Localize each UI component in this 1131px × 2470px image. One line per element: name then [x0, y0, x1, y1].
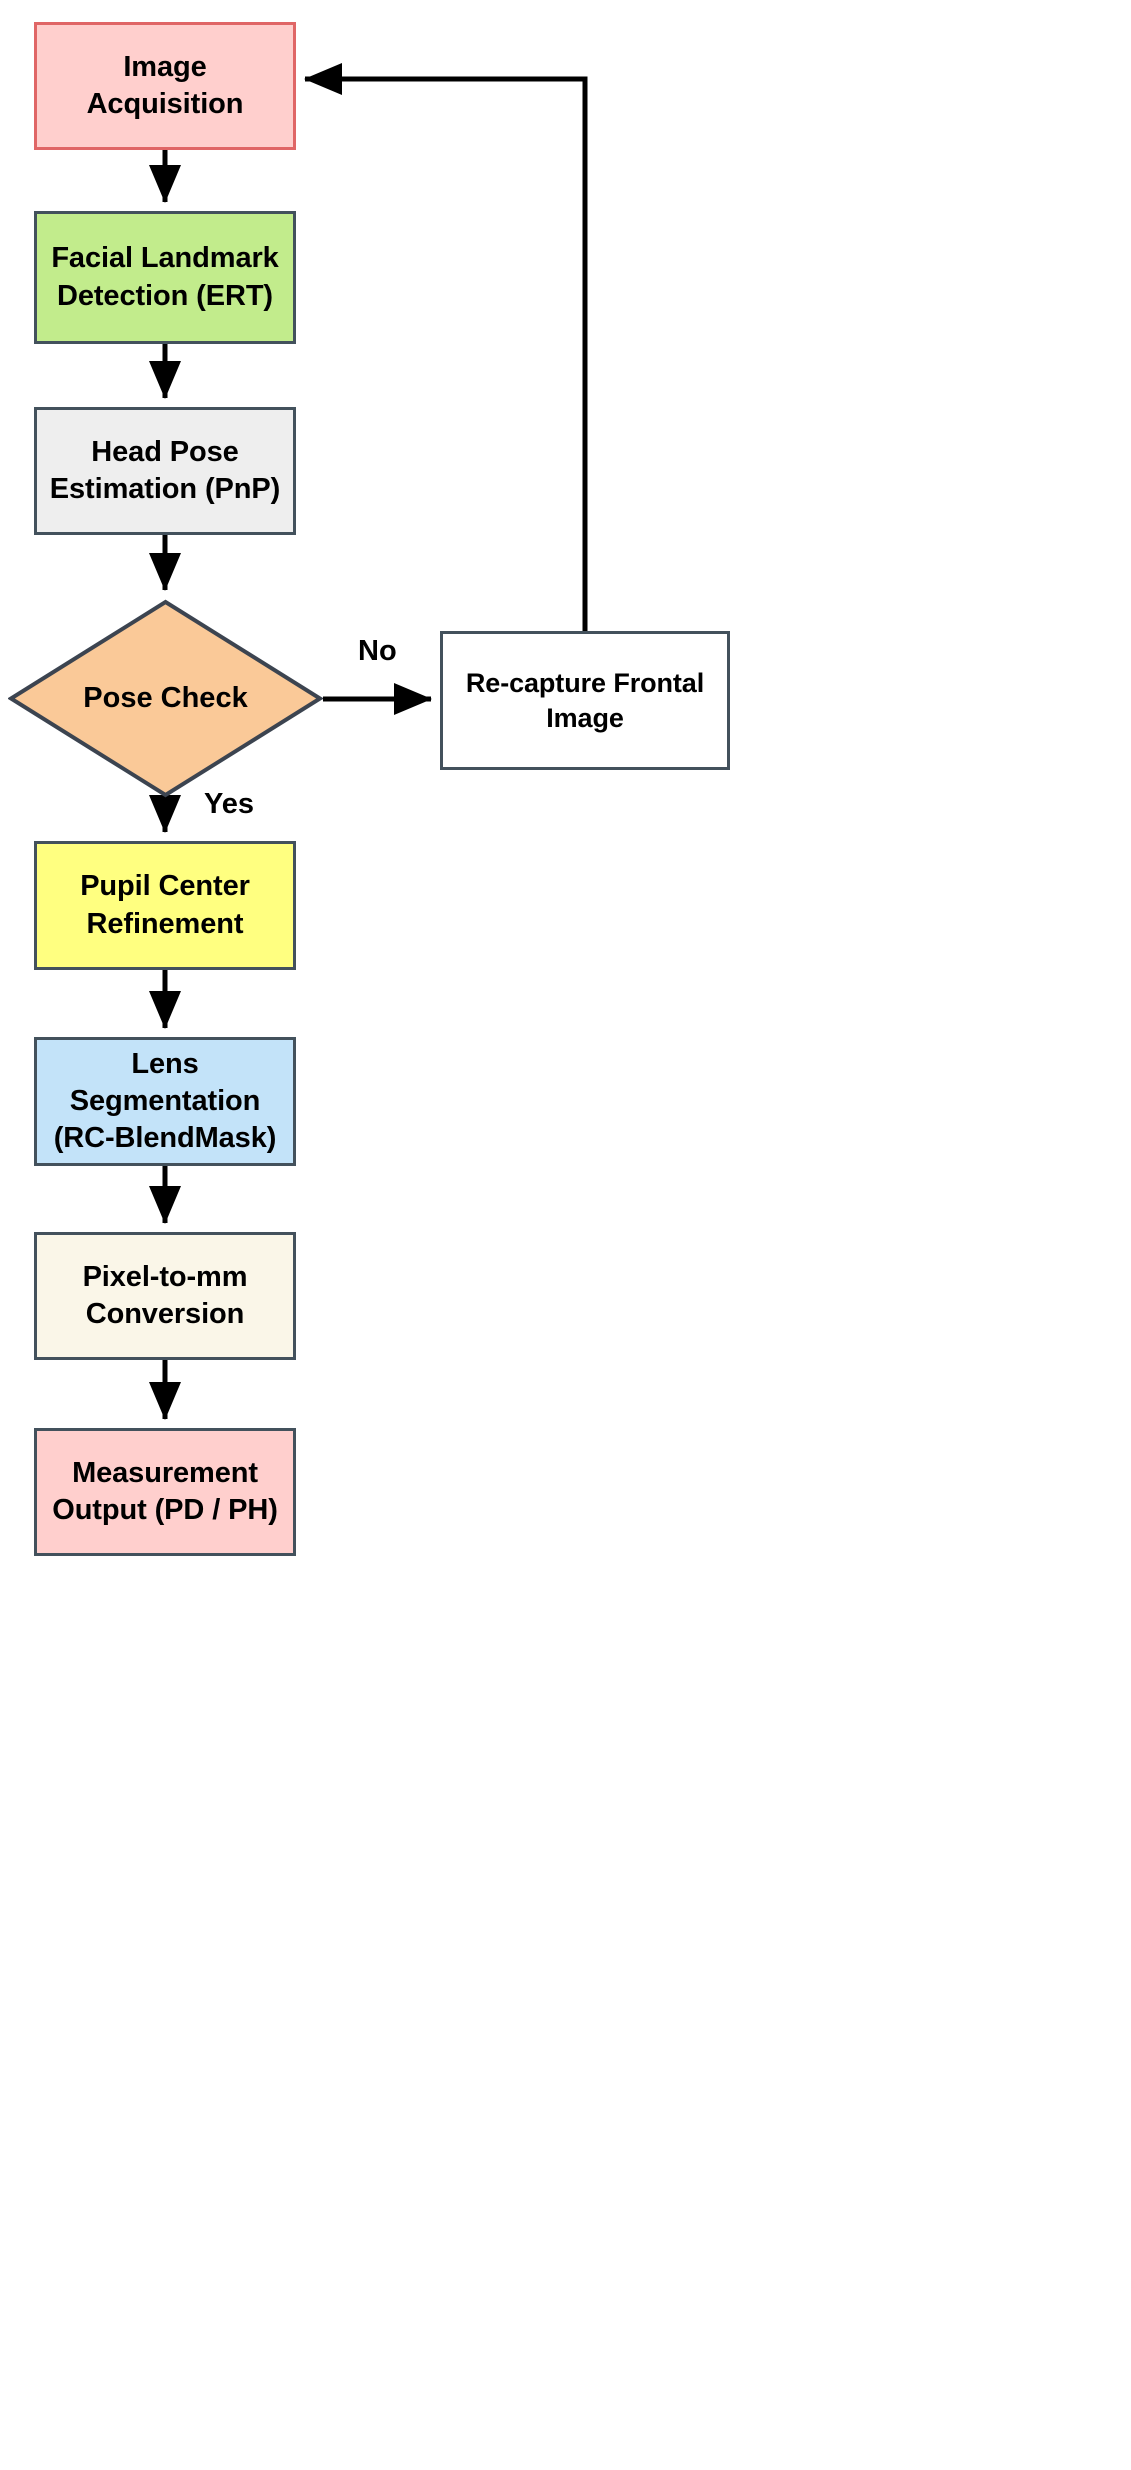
node-measurement-output[interactable]: Measurement Output (PD / PH): [34, 1428, 296, 1556]
node-image-acquisition-label: Image Acquisition: [86, 50, 244, 120]
edge-label-yes: Yes: [204, 788, 254, 820]
pose-check-diamond-shape: [8, 599, 323, 798]
node-lens-segmentation-label: Lens Segmentation (RC-BlendMask): [53, 1047, 277, 1155]
node-pose-check-label: Pose Check: [83, 682, 248, 714]
node-pixel-to-mm-conversion[interactable]: Pixel-to-mm Conversion: [34, 1232, 296, 1360]
node-pupil-center-refinement[interactable]: Pupil Center Refinement: [34, 841, 296, 970]
node-recapture-frontal-image[interactable]: Re-capture Frontal Image: [440, 631, 730, 770]
node-facial-landmark-detection[interactable]: Facial Landmark Detection (ERT): [34, 211, 296, 344]
node-image-acquisition[interactable]: Image Acquisition: [34, 22, 296, 150]
node-pupil-center-refinement-label: Pupil Center Refinement: [80, 870, 250, 940]
node-lens-segmentation[interactable]: Lens Segmentation (RC-BlendMask): [34, 1037, 296, 1166]
node-facial-landmark-detection-label: Facial Landmark Detection (ERT): [51, 242, 279, 312]
node-measurement-output-label: Measurement Output (PD / PH): [52, 1456, 278, 1526]
node-head-pose-estimation[interactable]: Head Pose Estimation (PnP): [34, 407, 296, 535]
edge-recapture-to-acquisition: [304, 63, 588, 631]
node-head-pose-estimation-label: Head Pose Estimation (PnP): [49, 435, 281, 505]
node-recapture-frontal-image-label: Re-capture Frontal Image: [465, 667, 705, 733]
node-pixel-to-mm-conversion-label: Pixel-to-mm Conversion: [82, 1260, 248, 1330]
node-pose-check[interactable]: Pose Check: [8, 599, 323, 798]
edge-label-no: No: [358, 635, 397, 667]
